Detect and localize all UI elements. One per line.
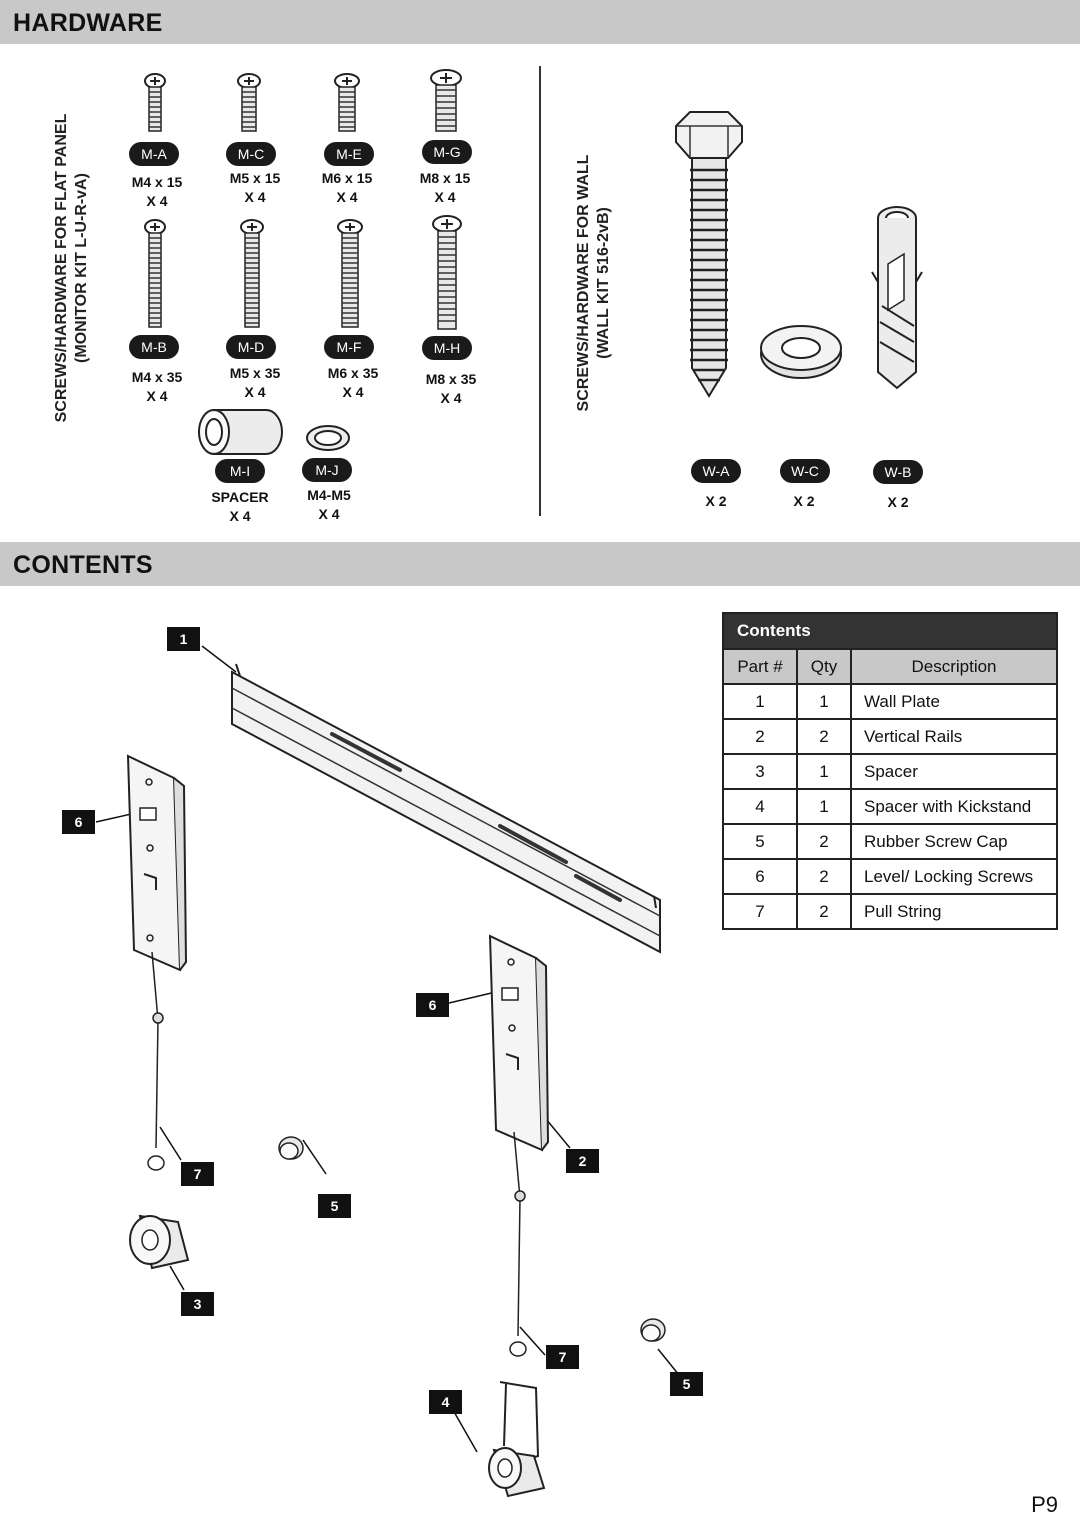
- table-row: 3 1 Spacer: [722, 753, 1058, 790]
- spacer-icon: [198, 409, 283, 455]
- table-row: 5 2 Rubber Screw Cap: [722, 823, 1058, 860]
- screw-m-c-icon: [237, 73, 261, 132]
- contents-table-caption: Contents: [722, 612, 1058, 650]
- table-row: 4 1 Spacer with Kickstand: [722, 788, 1058, 825]
- spacer-illustration: [129, 1214, 190, 1270]
- spec-w-a: X 2: [705, 493, 727, 509]
- table-row: 1 1 Wall Plate: [722, 683, 1058, 720]
- cell-description: Level/ Locking Screws: [850, 858, 1058, 895]
- screw-m-a-icon: [144, 73, 166, 132]
- callout-part-5-right: 5: [670, 1372, 703, 1396]
- cell-qty: 2: [796, 893, 852, 930]
- contents-table: Contents Part # Qty Description 1 1 Wall…: [722, 612, 1058, 930]
- cell-qty: 1: [796, 683, 852, 720]
- screw-m-e-icon: [334, 73, 360, 132]
- callout-part-6-right: 6: [416, 993, 449, 1017]
- contents-table-caption-row: Contents: [722, 612, 1058, 650]
- cell-part: 5: [722, 823, 798, 860]
- badge-m-e: M-E: [324, 142, 374, 166]
- right-vertical-rail-illustration: [488, 934, 550, 1357]
- spec-w-b: X 2: [887, 494, 909, 510]
- cell-description: Rubber Screw Cap: [850, 823, 1058, 860]
- cell-qty: 2: [796, 823, 852, 860]
- wall-plate-illustration: [231, 663, 661, 954]
- cell-qty: 2: [796, 858, 852, 895]
- flat-washer-icon: [760, 325, 842, 379]
- exploded-assembly-illustration: [95, 645, 680, 1498]
- cell-part: 7: [722, 893, 798, 930]
- screw-m-g-icon: [430, 69, 462, 132]
- page-number: P9: [1031, 1492, 1058, 1517]
- table-row: 2 2 Vertical Rails: [722, 718, 1058, 755]
- contents-section-bar: CONTENTS: [0, 542, 1080, 586]
- table-row: 7 2 Pull String: [722, 893, 1058, 930]
- rubber-screw-cap-illustration: [278, 1136, 666, 1342]
- callout-part-1: 1: [167, 627, 200, 651]
- badge-m-b: M-B: [129, 335, 179, 359]
- callout-part-7-left: 7: [181, 1162, 214, 1186]
- cell-description: Wall Plate: [850, 683, 1058, 720]
- callout-part-7-right: 7: [546, 1345, 579, 1369]
- cell-description: Vertical Rails: [850, 718, 1058, 755]
- cell-part: 2: [722, 718, 798, 755]
- badge-m-f: M-F: [324, 335, 374, 359]
- cell-qty: 1: [796, 753, 852, 790]
- cell-description: Spacer with Kickstand: [850, 788, 1058, 825]
- hardware-divider: [539, 66, 541, 516]
- cell-part: 6: [722, 858, 798, 895]
- callout-part-5-left: 5: [318, 1194, 351, 1218]
- badge-m-c: M-C: [226, 142, 276, 166]
- badge-m-i: M-I: [215, 459, 265, 483]
- left-vertical-rail-illustration: [126, 754, 188, 1171]
- cell-part: 4: [722, 788, 798, 825]
- wall-hardware-label: SCREWS/HARDWARE FOR WALL (WALL KIT 516-2…: [575, 154, 612, 412]
- wall-anchor-icon: [871, 206, 923, 390]
- cell-description: Spacer: [850, 753, 1058, 790]
- cell-qty: 2: [796, 718, 852, 755]
- cell-part: 3: [722, 753, 798, 790]
- callout-part-2: 2: [566, 1149, 599, 1173]
- callout-part-4: 4: [429, 1390, 462, 1414]
- hardware-title: HARDWARE: [13, 9, 163, 37]
- badge-m-g: M-G: [422, 140, 472, 164]
- badge-w-a: W-A: [691, 459, 741, 483]
- lag-bolt-icon: [675, 111, 743, 398]
- cell-part: 1: [722, 683, 798, 720]
- badge-m-j: M-J: [302, 458, 352, 482]
- screw-m-b-icon: [144, 219, 166, 328]
- screw-m-f-icon: [337, 219, 363, 328]
- header-part-number: Part #: [722, 648, 798, 685]
- callout-part-6-left: 6: [62, 810, 95, 834]
- callout-part-3: 3: [181, 1292, 214, 1316]
- washer-m-j-icon: [306, 425, 350, 451]
- badge-m-d: M-D: [226, 335, 276, 359]
- contents-table-header-row: Part # Qty Description: [722, 648, 1058, 685]
- header-description: Description: [850, 648, 1058, 685]
- cell-description: Pull String: [850, 893, 1058, 930]
- header-qty: Qty: [796, 648, 852, 685]
- badge-w-c: W-C: [780, 459, 830, 483]
- contents-title: CONTENTS: [13, 551, 153, 579]
- flat-panel-hardware-label: SCREWS/HARDWARE FOR FLAT PANEL (MONITOR …: [53, 113, 90, 423]
- table-row: 6 2 Level/ Locking Screws: [722, 858, 1058, 895]
- badge-m-h: M-H: [422, 336, 472, 360]
- screw-m-h-icon: [432, 215, 462, 330]
- badge-w-b: W-B: [873, 460, 923, 484]
- screw-m-d-icon: [240, 219, 264, 328]
- hardware-section-bar: HARDWARE: [0, 0, 1080, 44]
- cell-qty: 1: [796, 788, 852, 825]
- badge-m-a: M-A: [129, 142, 179, 166]
- spec-w-c: X 2: [793, 493, 815, 509]
- spacer-kickstand-illustration: [488, 1381, 546, 1498]
